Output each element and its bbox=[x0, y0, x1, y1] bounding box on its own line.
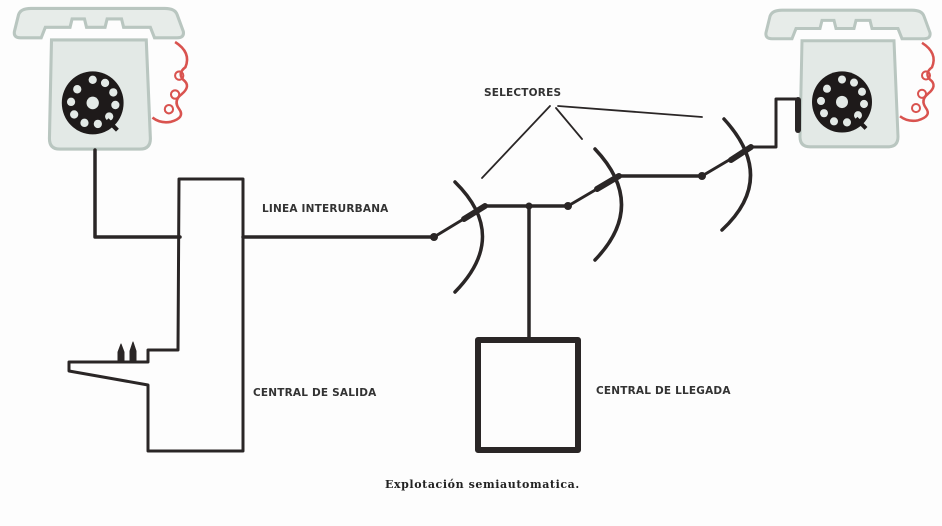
origin-exchange-label: CENTRAL DE SALIDA bbox=[253, 387, 377, 399]
callee-telephone-icon bbox=[766, 10, 934, 147]
switchboard-plug-icon bbox=[117, 343, 125, 363]
destination-exchange-shape bbox=[475, 337, 581, 453]
selectors-pointer-2 bbox=[555, 107, 583, 140]
selector-3-arc bbox=[720, 117, 753, 232]
caller-line bbox=[93, 148, 182, 239]
caller-telephone-icon bbox=[14, 8, 187, 149]
switchboard-plug-icon bbox=[129, 341, 137, 363]
selectors-label: SELECTORES bbox=[484, 87, 562, 99]
diagram-caption: Explotación semiautomatica. bbox=[385, 478, 580, 491]
selector-2-pivot bbox=[564, 202, 572, 210]
destination-exchange-label: CENTRAL DE LLEGADA bbox=[596, 385, 731, 397]
selector-1-arc bbox=[453, 180, 485, 294]
selectors-pointer-1 bbox=[481, 105, 551, 179]
selector-1-pivot bbox=[430, 233, 438, 241]
callee-line bbox=[749, 97, 798, 149]
origin-exchange-shape bbox=[67, 177, 245, 453]
selectors-pointer-3 bbox=[557, 105, 703, 118]
selector-3-pivot bbox=[698, 172, 706, 180]
trunk-line-label: LINEA INTERURBANA bbox=[262, 203, 389, 215]
selector-2-arc bbox=[593, 147, 624, 262]
